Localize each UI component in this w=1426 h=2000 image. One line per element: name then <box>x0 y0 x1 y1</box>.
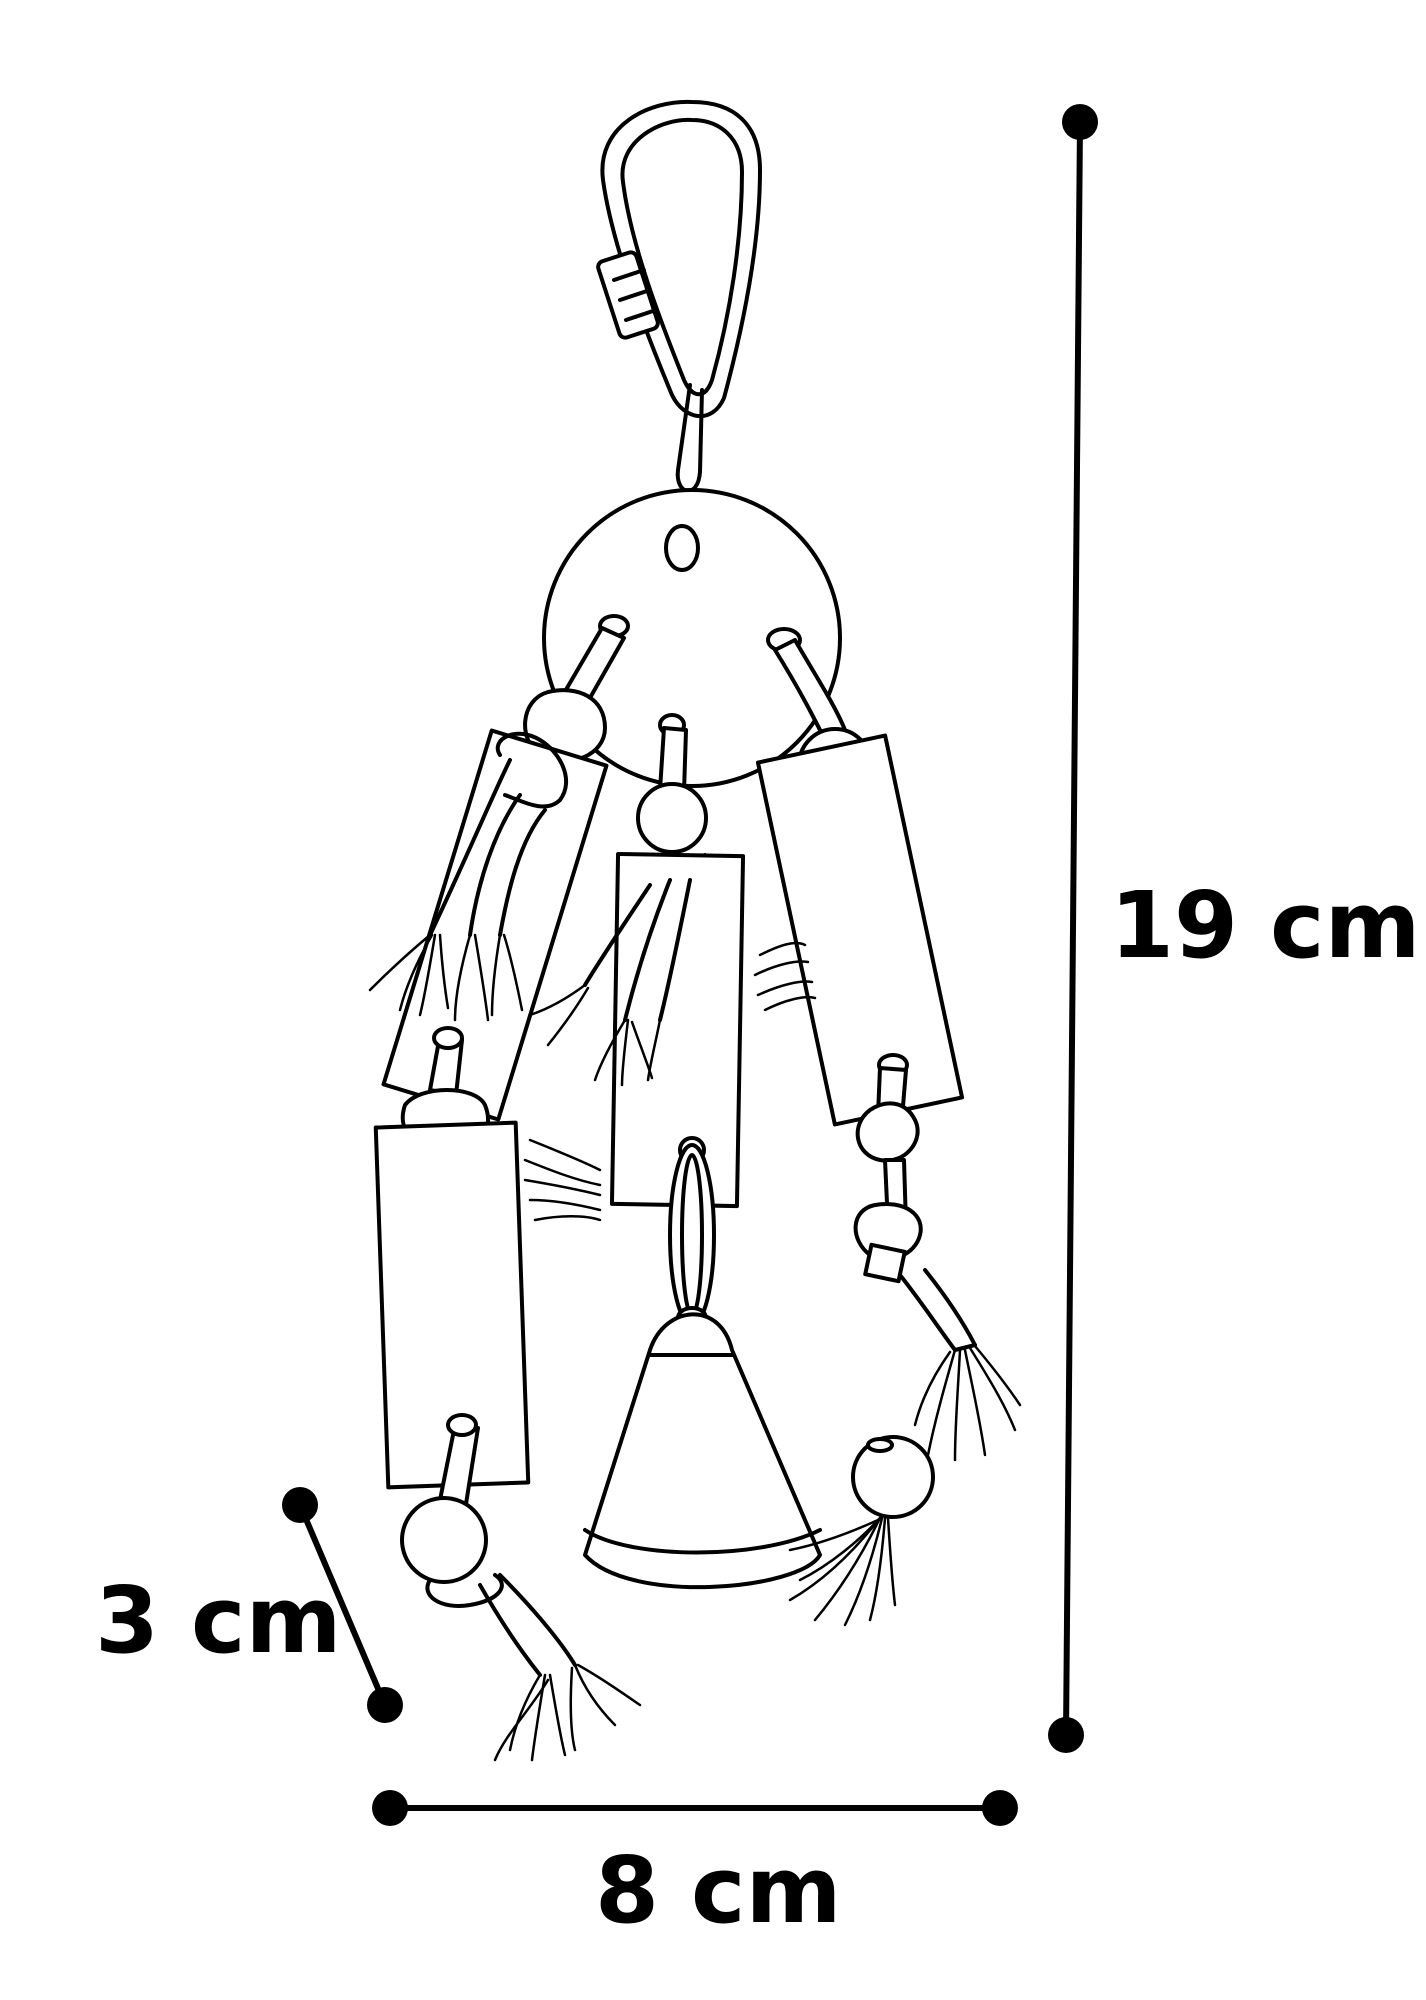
wood-block-3 <box>609 851 746 1209</box>
left-strand <box>368 626 642 1762</box>
width-dimension-line <box>372 1790 1018 1826</box>
right-strand <box>753 638 1022 1627</box>
bell <box>583 1312 822 1590</box>
middle-strand <box>523 726 822 1590</box>
height-label: 19 cm <box>1110 872 1421 979</box>
wood-block-4 <box>755 733 965 1127</box>
width-label: 8 cm <box>595 1837 842 1944</box>
knot-square <box>863 1242 907 1284</box>
depth-label: 3 cm <box>95 1567 342 1674</box>
dimension-lines <box>282 104 1098 1826</box>
height-dimension-line <box>1048 104 1098 1753</box>
bell-ring <box>668 1143 716 1327</box>
carabiner <box>596 99 762 493</box>
depth-dimension-line <box>282 1487 403 1723</box>
